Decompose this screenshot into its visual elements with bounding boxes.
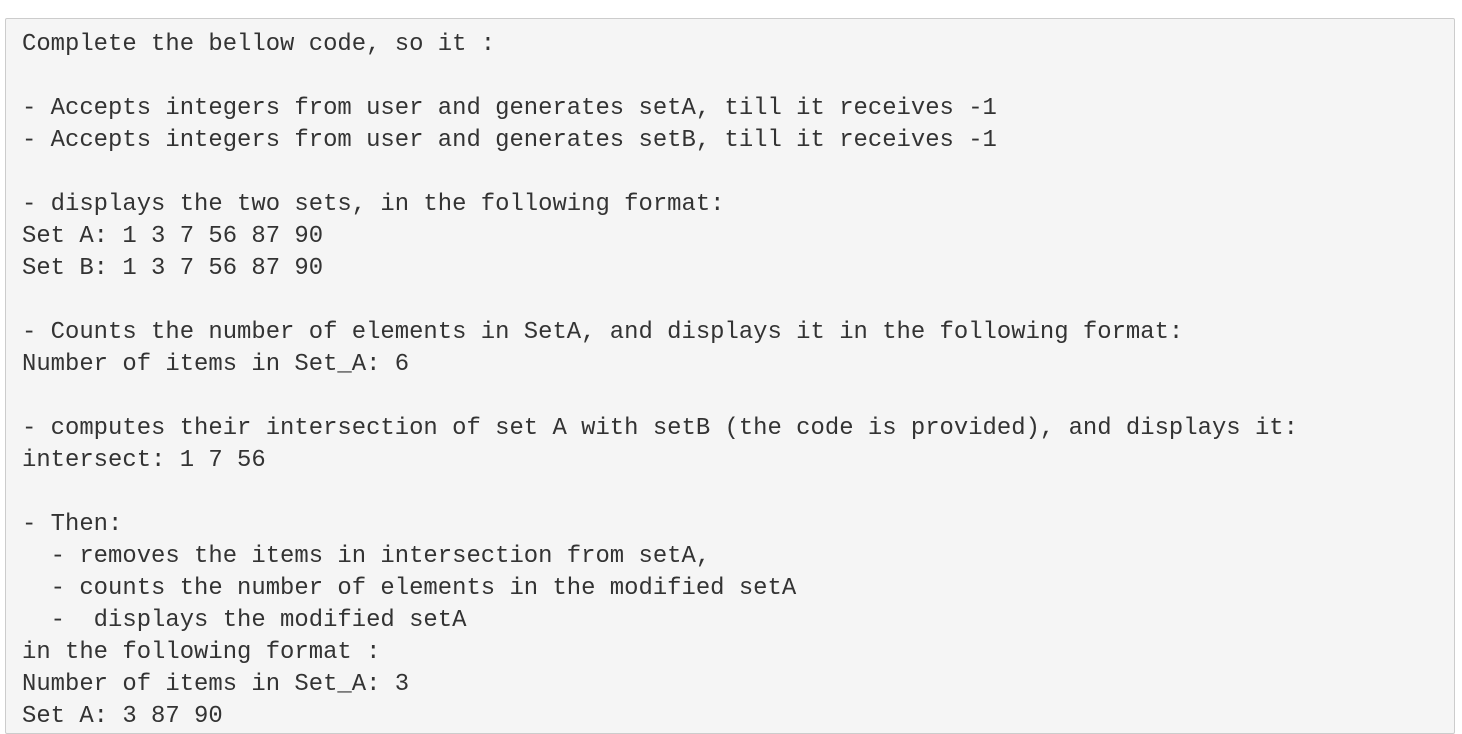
code-line-then: - Then:: [22, 511, 123, 538]
code-line-accept-set-a: - Accepts integers from user and generat…: [22, 95, 997, 122]
code-line-remove-items: - removes the items in intersection from…: [22, 543, 711, 570]
code-line-blank: [22, 285, 1454, 317]
code-line-modified-set-example: Set A: 3 87 90: [22, 703, 223, 730]
code-line-format-intro: in the following format :: [22, 639, 381, 666]
code-line-modified-count-example: Number of items in Set_A: 3: [22, 671, 410, 698]
code-line-count-modified: - counts the number of elements in the m…: [22, 575, 797, 602]
code-line-intersection-example: intersect: 1 7 56: [22, 447, 266, 474]
code-line-intro: Complete the bellow code, so it :: [22, 31, 496, 58]
code-line-blank: [22, 381, 1454, 413]
code-line-count-example: Number of items in Set_A: 6: [22, 351, 410, 378]
code-line-display-modified: - displays the modified setA: [22, 607, 467, 634]
code-line-intersection: - computes their intersection of set A w…: [22, 415, 1298, 442]
code-line-blank: [22, 61, 1454, 93]
code-line-blank: [22, 157, 1454, 189]
code-line-blank: [22, 477, 1454, 509]
code-line-accept-set-b: - Accepts integers from user and generat…: [22, 127, 997, 154]
code-line-set-b-example: Set B: 1 3 7 56 87 90: [22, 255, 324, 282]
code-line-count-elements: - Counts the number of elements in SetA,…: [22, 319, 1184, 346]
code-line-display-sets: - displays the two sets, in the followin…: [22, 191, 725, 218]
code-block: Complete the bellow code, so it : - Accep…: [5, 18, 1455, 734]
code-line-set-a-example: Set A: 1 3 7 56 87 90: [22, 223, 324, 250]
